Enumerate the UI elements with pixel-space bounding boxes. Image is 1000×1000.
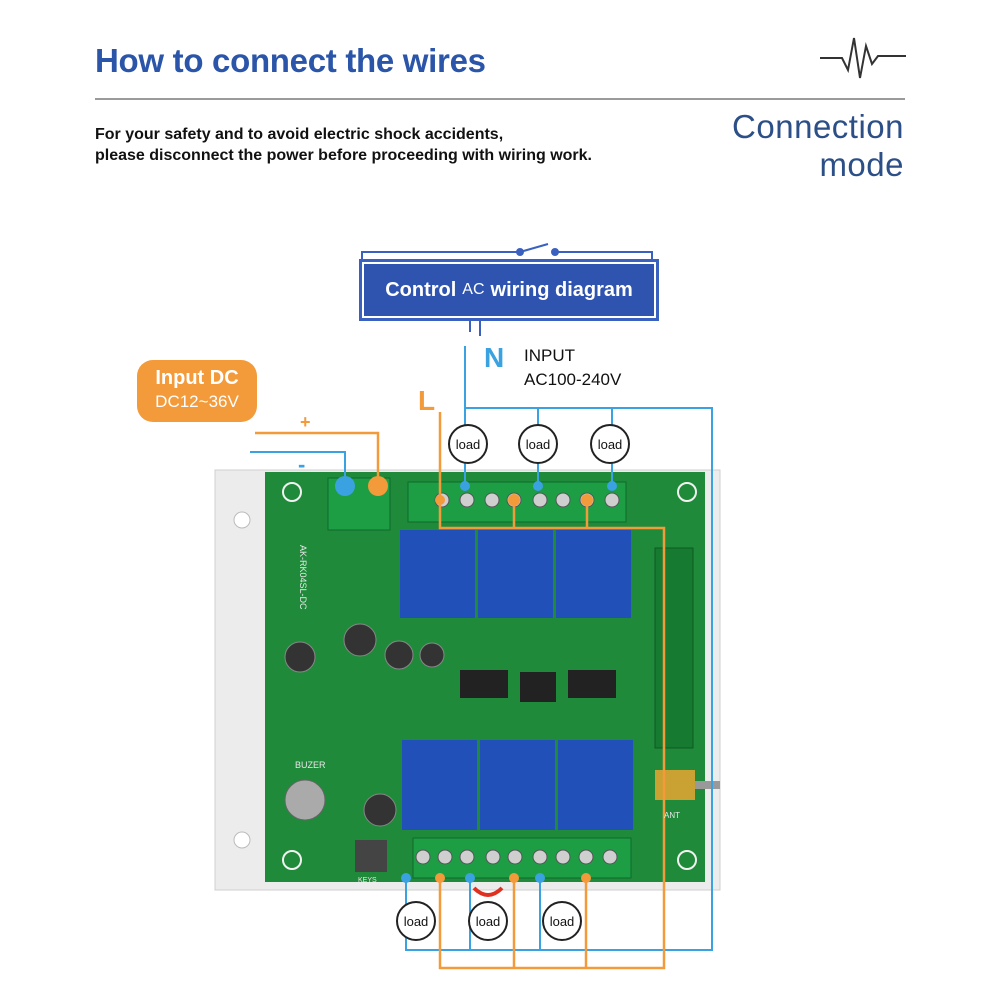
mount-hole [233,831,251,849]
mount-hole [233,511,251,529]
ant-text: ANT [664,811,680,820]
page-title: How to connect the wires [95,42,486,79]
load-top-1: load [448,424,488,464]
buzzer [284,779,326,821]
load-top-2: load [518,424,558,464]
title-divider [95,98,905,100]
line-wires [255,412,666,970]
dc-minus-label: - [298,452,306,477]
load-bottom-3: load [542,901,582,941]
dc-plus-label: + [300,412,311,432]
keys-text: KEYS [358,877,377,884]
load-bottom-2: load [468,901,508,941]
input-dc-title: Input DC [155,367,239,389]
input-range: AC100-240V [524,370,622,389]
input-dc-range: DC12~36V [155,392,239,411]
reset-key [355,840,387,872]
load-top-3: load [590,424,630,464]
rf-module [654,547,694,749]
warning-line-2: please disconnect the power before proce… [95,147,592,164]
control-label: Control [385,278,457,301]
buzzer-text: BUZER [295,760,326,770]
line-label: L [418,385,436,416]
wire-endpoints [335,476,617,897]
input-text: INPUT [524,346,575,365]
control-ac-label: AC [462,281,485,298]
mode-line-1: Connection [732,108,904,145]
control-suffix: wiring diagram [490,278,633,301]
antenna-connector [655,770,695,800]
relay-row-bottom [402,740,633,830]
connection-mode-label: Connection mode [732,108,904,184]
pulse-icon [820,37,906,79]
neutral-label: N [484,342,505,373]
safety-warning: For your safety and to avoid electric sh… [95,124,592,166]
control-ac-wiring-diagram-label: Control AC wiring diagram [359,259,659,321]
load-bottom-1: load [396,901,436,941]
warning-line-1: For your safety and to avoid electric sh… [95,126,504,143]
relay-row-top [400,530,631,618]
ac-input-label: INPUT AC100-240V [524,344,621,392]
input-dc-badge: Input DC DC12~36V [137,360,257,422]
mode-line-2: mode [819,146,904,183]
board-model-text: AK-RK04SL-DC [298,545,308,610]
